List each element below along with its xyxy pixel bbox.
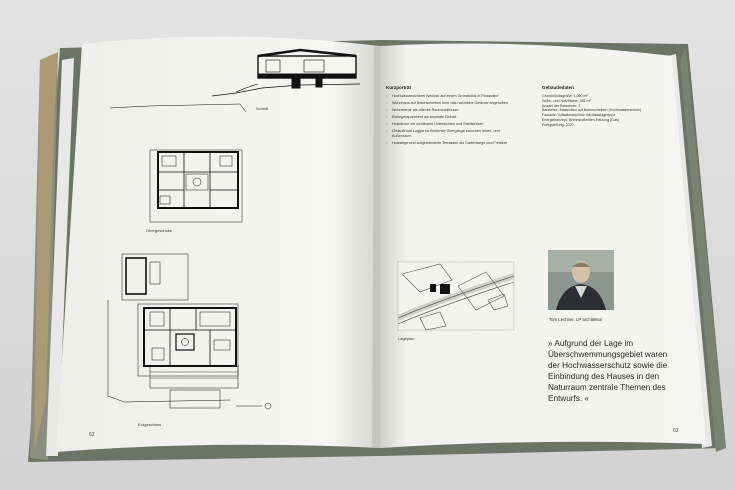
portrait-figure — [548, 250, 614, 310]
cover-edge-right — [680, 48, 726, 452]
building-data-item: Bauweise: Massivbau auf Betonscheiben (H… — [542, 108, 642, 113]
building-data-heading: Gebäudedaten — [542, 85, 574, 90]
profile-list: Hochwassersicherer Neubau auf einem Grun… — [386, 94, 514, 147]
left-page-number: 62 — [89, 432, 95, 438]
site-plan — [396, 261, 515, 331]
section-drawing — [211, 48, 361, 97]
profile-item: Umlaufende Loggia für fließende Übergäng… — [386, 129, 514, 138]
architect-portrait — [548, 250, 614, 310]
profile-item: Einliegerapartment als separate Einheit — [386, 115, 514, 120]
upper-floor-caption: Obergeschoss — [146, 228, 172, 233]
building-data-item: Energiekonzept: Brennstoffzellen-Heizung… — [542, 117, 620, 122]
profile-item: Wohnebene als offenes Raumkontinuum — [386, 108, 514, 113]
cover-strip-left — [34, 52, 58, 452]
ground-floor-plan — [107, 253, 272, 410]
building-data-item: Fertigstellung: 2020 — [542, 122, 574, 127]
profile-item: Hochwassersicherer Neubau auf einem Grun… — [386, 94, 514, 99]
gutter-shadow — [372, 46, 380, 448]
profile-item: Holzdecke mit sichtbaren Untersichten un… — [386, 122, 514, 127]
section-caption: Schnitt — [256, 106, 269, 111]
profile-heading: Kurzporträt — [386, 85, 412, 90]
building-data-item: Anzahl der Bewohner: 2 — [542, 103, 581, 108]
left-page — [56, 36, 380, 453]
ground-floor-caption: Erdgeschoss — [138, 422, 162, 427]
building-data-list: Grundstücksgröße: 1.050 m² Wohn- und Nut… — [542, 94, 662, 128]
site-plan-caption: Lageplan — [398, 336, 415, 341]
building-data-item: Grundstücksgröße: 1.050 m² — [542, 94, 588, 98]
architect-quote: » Aufgrund der Lage im Überschwemmungsge… — [548, 339, 668, 403]
upper-floor-plan — [109, 103, 247, 223]
building-data-item: Wohn- und Nutzfläche: 282 m² — [542, 98, 591, 103]
right-page-number: 63 — [673, 428, 679, 434]
profile-item: Holzstege und aufgeständerte Terrassen a… — [386, 141, 514, 146]
building-data-item: Fassade: Vollwärmeschutz mit Metallagerp… — [542, 113, 616, 118]
portrait-caption: Tom Lechner, LP architektur — [549, 317, 603, 322]
page-stack-left — [46, 58, 74, 456]
profile-item: Wohnhaus auf Betonscheiben über das natü… — [386, 101, 514, 106]
